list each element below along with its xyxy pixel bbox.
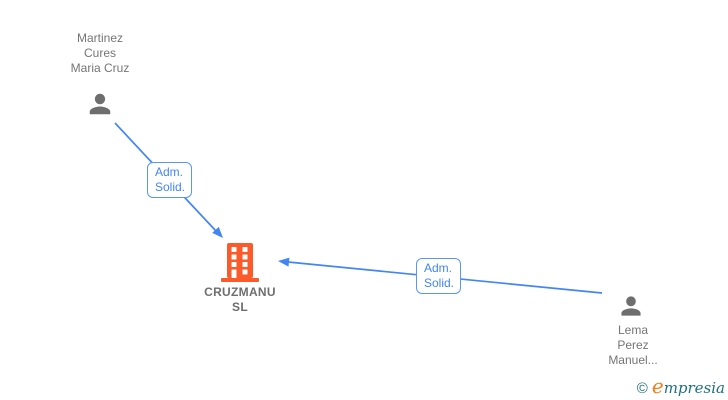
node-label-martinez: Martinez Cures Maria Cruz [40, 31, 160, 76]
node-label-line: Perez [617, 338, 649, 352]
brand-name: mpresia [663, 379, 725, 397]
edge-arrowhead-lema-to-cruzmanu [278, 257, 290, 267]
brand-initial: e [651, 374, 664, 398]
person-icon [621, 296, 641, 316]
person-icon [89, 93, 111, 115]
company-icon-cruzmanu[interactable] [221, 243, 259, 288]
person-icon-lema[interactable] [617, 292, 645, 325]
edge-label-adm-solid-1: Adm. Solid. [147, 162, 192, 198]
edge-arrowhead-martinez-to-cruzmanu [212, 226, 223, 238]
node-label-line: Lema [617, 323, 649, 337]
empresia-watermark: © e mpresia [637, 376, 725, 397]
edge-label-line: Solid. [155, 180, 186, 194]
node-label-line: Manuel... [608, 353, 658, 367]
node-label-line: Martinez [76, 31, 123, 45]
node-label-line: Cures [83, 46, 116, 60]
node-label-cruzmanu: CRUZMANU SL [180, 285, 300, 315]
edge-label-line: Adm. [424, 261, 453, 275]
company-name-line: SL [232, 300, 248, 314]
person-icon-martinez[interactable] [85, 89, 115, 124]
node-label-line: Maria Cruz [70, 61, 130, 75]
building-icon [221, 243, 259, 282]
edge-label-line: Adm. [155, 165, 184, 179]
company-name-line: CRUZMANU [204, 285, 276, 299]
edge-label-adm-solid-2: Adm. Solid. [416, 258, 461, 294]
node-label-lema: Lema Perez Manuel... [573, 323, 693, 368]
copyright-icon: © [636, 380, 648, 397]
edge-label-line: Solid. [424, 276, 455, 290]
